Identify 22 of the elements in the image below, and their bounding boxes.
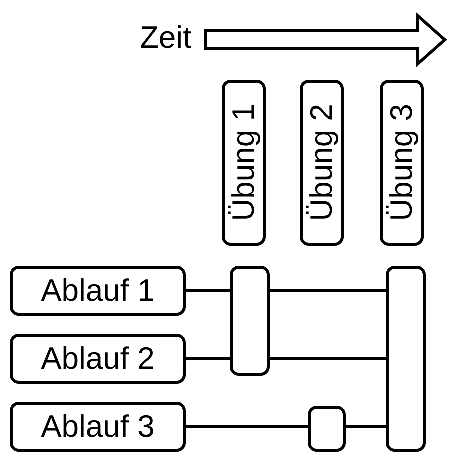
- process-box: [10, 402, 186, 452]
- box-label: Ablauf 1: [41, 273, 155, 309]
- connector-line: [270, 358, 386, 360]
- box-label: Ablauf 2: [41, 341, 155, 377]
- box-label: Übung 1: [226, 104, 262, 222]
- box-label: Übung 2: [304, 104, 340, 222]
- axis-label: Zeit: [140, 20, 192, 56]
- process-box: [10, 266, 186, 316]
- connector-line: [186, 290, 230, 292]
- box-label: Übung 3: [384, 104, 420, 222]
- connector-line: [346, 426, 386, 428]
- connector-bar: [386, 266, 426, 452]
- box-label: Ablauf 3: [41, 409, 155, 445]
- connector-line: [270, 290, 386, 292]
- connector-line: [186, 358, 230, 360]
- exercise-box: [300, 80, 344, 246]
- exercise-box: [222, 80, 266, 246]
- connector-bar: [308, 406, 346, 452]
- connector-line: [186, 426, 308, 428]
- connector-bar: [230, 266, 270, 376]
- process-box: [10, 334, 186, 384]
- exercise-box: [380, 80, 424, 246]
